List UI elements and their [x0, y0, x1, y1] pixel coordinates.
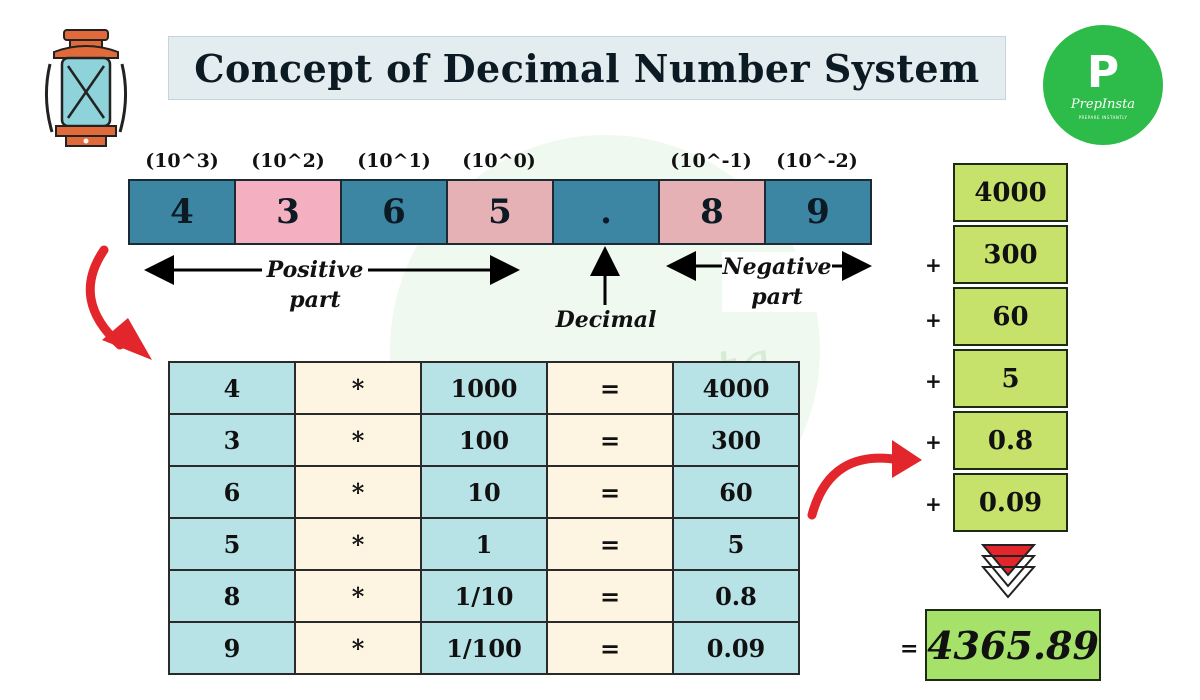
- multiply-cell: *: [294, 621, 422, 675]
- positive-part-label: Positive part: [262, 255, 368, 315]
- red-arrowhead-right: [892, 440, 922, 478]
- lantern-icon: [44, 29, 128, 147]
- exponent-label: (10^1): [357, 150, 431, 172]
- digit-cell: 4: [168, 361, 296, 415]
- table-row: 9 * 1/100 = 0.09: [168, 621, 800, 675]
- negative-part-label: Negative part: [722, 252, 832, 312]
- multiply-cell: *: [294, 465, 422, 519]
- table-row: 8 * 1/10 = 0.8: [168, 569, 800, 623]
- digit-cell: 8: [660, 181, 766, 243]
- product-cell: 5: [672, 517, 800, 571]
- digit-cell: 4: [130, 181, 236, 243]
- digit-cell: 5: [448, 181, 554, 243]
- digit-cell: 8: [168, 569, 296, 623]
- positive-label-line1: Positive: [266, 257, 364, 283]
- logo-letter: P: [1086, 46, 1120, 98]
- plus-sign: +: [925, 492, 942, 516]
- place-value-cell: 1: [420, 517, 548, 571]
- sum-term: 4000: [953, 163, 1068, 222]
- place-value-cell: 1/100: [420, 621, 548, 675]
- exponent-label: (10^-2): [776, 150, 858, 172]
- title-banner: Concept of Decimal Number System: [168, 36, 1006, 100]
- logo-tagline: PREPARE INSTANTLY: [1078, 114, 1128, 120]
- product-cell: 4000: [672, 361, 800, 415]
- equals-cell: =: [546, 569, 674, 623]
- plus-sign: +: [925, 253, 942, 277]
- digit-cell: 3: [168, 413, 296, 467]
- table-row: 4 * 1000 = 4000: [168, 361, 800, 415]
- equals-cell: =: [546, 517, 674, 571]
- positive-label-line2: part: [289, 287, 341, 313]
- multiply-cell: *: [294, 569, 422, 623]
- multiply-cell: *: [294, 413, 422, 467]
- equals-cell: =: [546, 361, 674, 415]
- equals-cell: =: [546, 465, 674, 519]
- logo-name: PrepInsta: [1070, 96, 1136, 112]
- place-value-table: 4 * 1000 = 4000 3 * 100 = 300 6 * 10 = 6…: [168, 361, 800, 675]
- exponent-label: (10^2): [251, 150, 325, 172]
- plus-sign: +: [925, 369, 942, 393]
- sum-term: 60: [953, 287, 1068, 346]
- red-curved-arrow-right: [807, 453, 905, 520]
- multiply-cell: *: [294, 361, 422, 415]
- sum-term: 0.09: [953, 473, 1068, 532]
- decimal-point-cell: .: [554, 181, 660, 243]
- down-chevron-icon: [980, 555, 1037, 588]
- sum-term: 0.8: [953, 411, 1068, 470]
- exponent-label: (10^0): [462, 150, 536, 172]
- table-row: 3 * 100 = 300: [168, 413, 800, 467]
- equals-cell: =: [546, 621, 674, 675]
- place-value-cell: 1000: [420, 361, 548, 415]
- place-value-cell: 1/10: [420, 569, 548, 623]
- digit-cell: 9: [168, 621, 296, 675]
- place-value-cell: 10: [420, 465, 548, 519]
- table-row: 6 * 10 = 60: [168, 465, 800, 519]
- page-title: Concept of Decimal Number System: [194, 45, 980, 91]
- exponent-label: (10^-1): [670, 150, 752, 172]
- place-value-cell: 100: [420, 413, 548, 467]
- negative-label-line1: Negative: [722, 254, 832, 280]
- result-equals-sign: =: [900, 636, 919, 662]
- negative-label-line2: part: [751, 284, 803, 310]
- product-cell: 0.09: [672, 621, 800, 675]
- digit-cell: 6: [342, 181, 448, 243]
- table-row: 5 * 1 = 5: [168, 517, 800, 571]
- sum-term: 300: [953, 225, 1068, 284]
- exponent-label: (10^3): [145, 150, 219, 172]
- sum-term: 5: [953, 349, 1068, 408]
- digit-cell: 5: [168, 517, 296, 571]
- result-box: 4365.89: [925, 609, 1101, 681]
- product-cell: 0.8: [672, 569, 800, 623]
- product-cell: 60: [672, 465, 800, 519]
- down-chevron-icon: [980, 566, 1037, 599]
- equals-cell: =: [546, 413, 674, 467]
- plus-sign: +: [925, 308, 942, 332]
- digit-cell: 6: [168, 465, 296, 519]
- down-triangle-icon: [980, 544, 1037, 577]
- digit-strip: 4 3 6 5 . 8 9: [128, 179, 872, 245]
- multiply-cell: *: [294, 517, 422, 571]
- red-arrowhead-left: [102, 318, 152, 360]
- digit-cell: 9: [766, 181, 870, 243]
- digit-cell: 3: [236, 181, 342, 243]
- decimal-label: Decimal: [555, 307, 657, 333]
- plus-sign: +: [925, 430, 942, 454]
- prepinsta-logo: P PrepInsta PREPARE INSTANTLY: [1043, 25, 1163, 145]
- product-cell: 300: [672, 413, 800, 467]
